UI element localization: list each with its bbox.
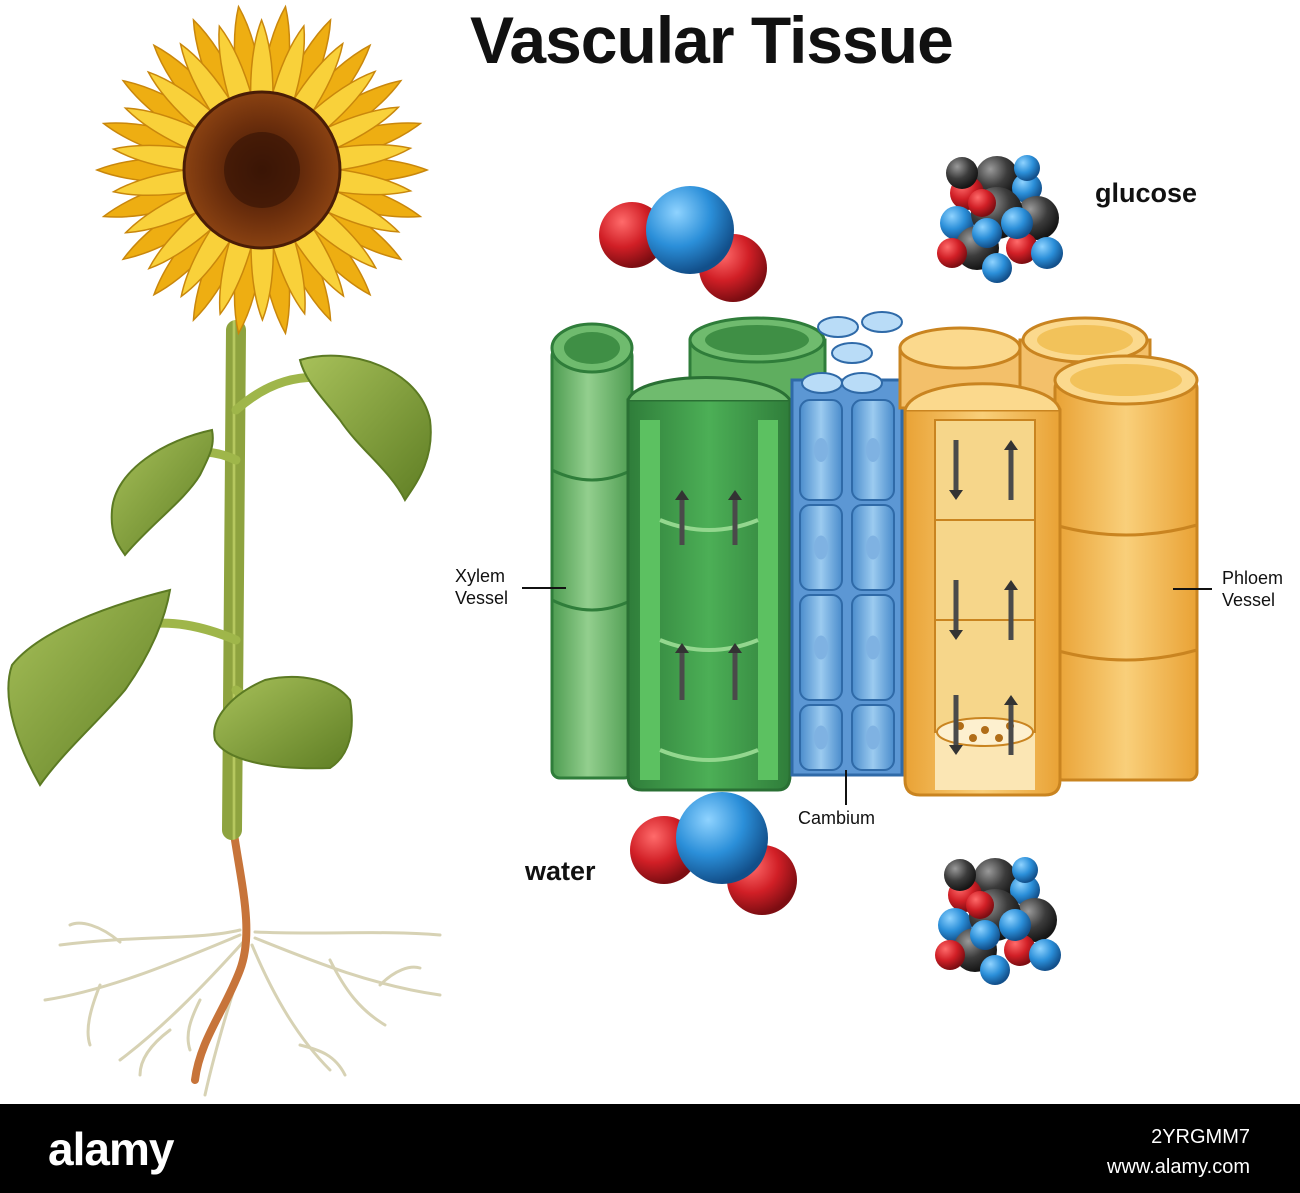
petal	[319, 187, 401, 233]
phloem-label-line2: Vessel	[1222, 590, 1276, 610]
sunflower-illustration	[7, 4, 442, 1097]
sunflower-petals	[94, 4, 430, 336]
petal	[218, 24, 254, 108]
xylem-label-line1: Xylem	[455, 566, 506, 586]
petal	[289, 220, 345, 298]
petal	[250, 238, 275, 323]
xylem-label: Xylem Vessel	[455, 565, 508, 609]
cambium-cells	[790, 311, 904, 777]
glucose-molecule-icon	[935, 857, 1061, 985]
down-arrow-icon	[949, 745, 963, 755]
petal	[249, 17, 274, 102]
petal	[123, 107, 205, 153]
petal	[111, 144, 196, 173]
petal	[123, 187, 205, 234]
up-arrow-icon	[675, 490, 689, 500]
down-arrow-icon	[949, 630, 963, 640]
vascular-bundle	[522, 311, 1212, 805]
water-label: water	[525, 856, 596, 886]
petal	[288, 41, 344, 119]
taproot	[191, 816, 251, 1084]
footer-image-id: 2YRGMM7	[1151, 1126, 1250, 1148]
footer-bar: alamy 2YRGMM7 www.alamy.com	[0, 1104, 1300, 1193]
petal	[319, 106, 401, 153]
petal	[306, 205, 378, 270]
up-arrow-icon	[1004, 440, 1018, 450]
flow-arrows	[675, 440, 1018, 755]
petal	[146, 70, 218, 135]
water-molecule-icon	[630, 792, 797, 915]
water-molecule-icon	[599, 186, 767, 302]
petal	[269, 23, 306, 108]
petal	[328, 167, 413, 196]
up-arrow-icon	[728, 490, 742, 500]
up-arrow-icon	[728, 643, 742, 653]
petal	[179, 42, 235, 120]
footer-site: www.alamy.com	[1107, 1156, 1250, 1178]
petal	[327, 143, 413, 172]
cambium-label: Cambium	[798, 808, 876, 828]
petal	[111, 168, 197, 197]
phloem-label: Phloem Vessel	[1222, 567, 1283, 611]
petal	[147, 205, 219, 270]
xylem-label-line2: Vessel	[455, 588, 509, 608]
petal	[270, 232, 306, 316]
petal	[218, 232, 255, 317]
phloem-vessel-group	[898, 316, 1199, 797]
glucose-label: glucose	[1095, 178, 1198, 208]
petal	[305, 70, 377, 135]
page-title: Vascular Tissue	[470, 3, 954, 77]
petal	[180, 221, 236, 299]
leaves	[7, 354, 432, 787]
footer-logo: alamy	[48, 1123, 174, 1175]
up-arrow-icon	[675, 643, 689, 653]
xylem-vessel-group	[550, 316, 827, 792]
phloem-label-line1: Phloem	[1222, 568, 1284, 588]
down-arrow-icon	[949, 490, 963, 500]
up-arrow-icon	[1004, 580, 1018, 590]
up-arrow-icon	[1004, 695, 1018, 705]
glucose-molecule-icon	[937, 155, 1063, 283]
roots	[43, 921, 442, 1097]
